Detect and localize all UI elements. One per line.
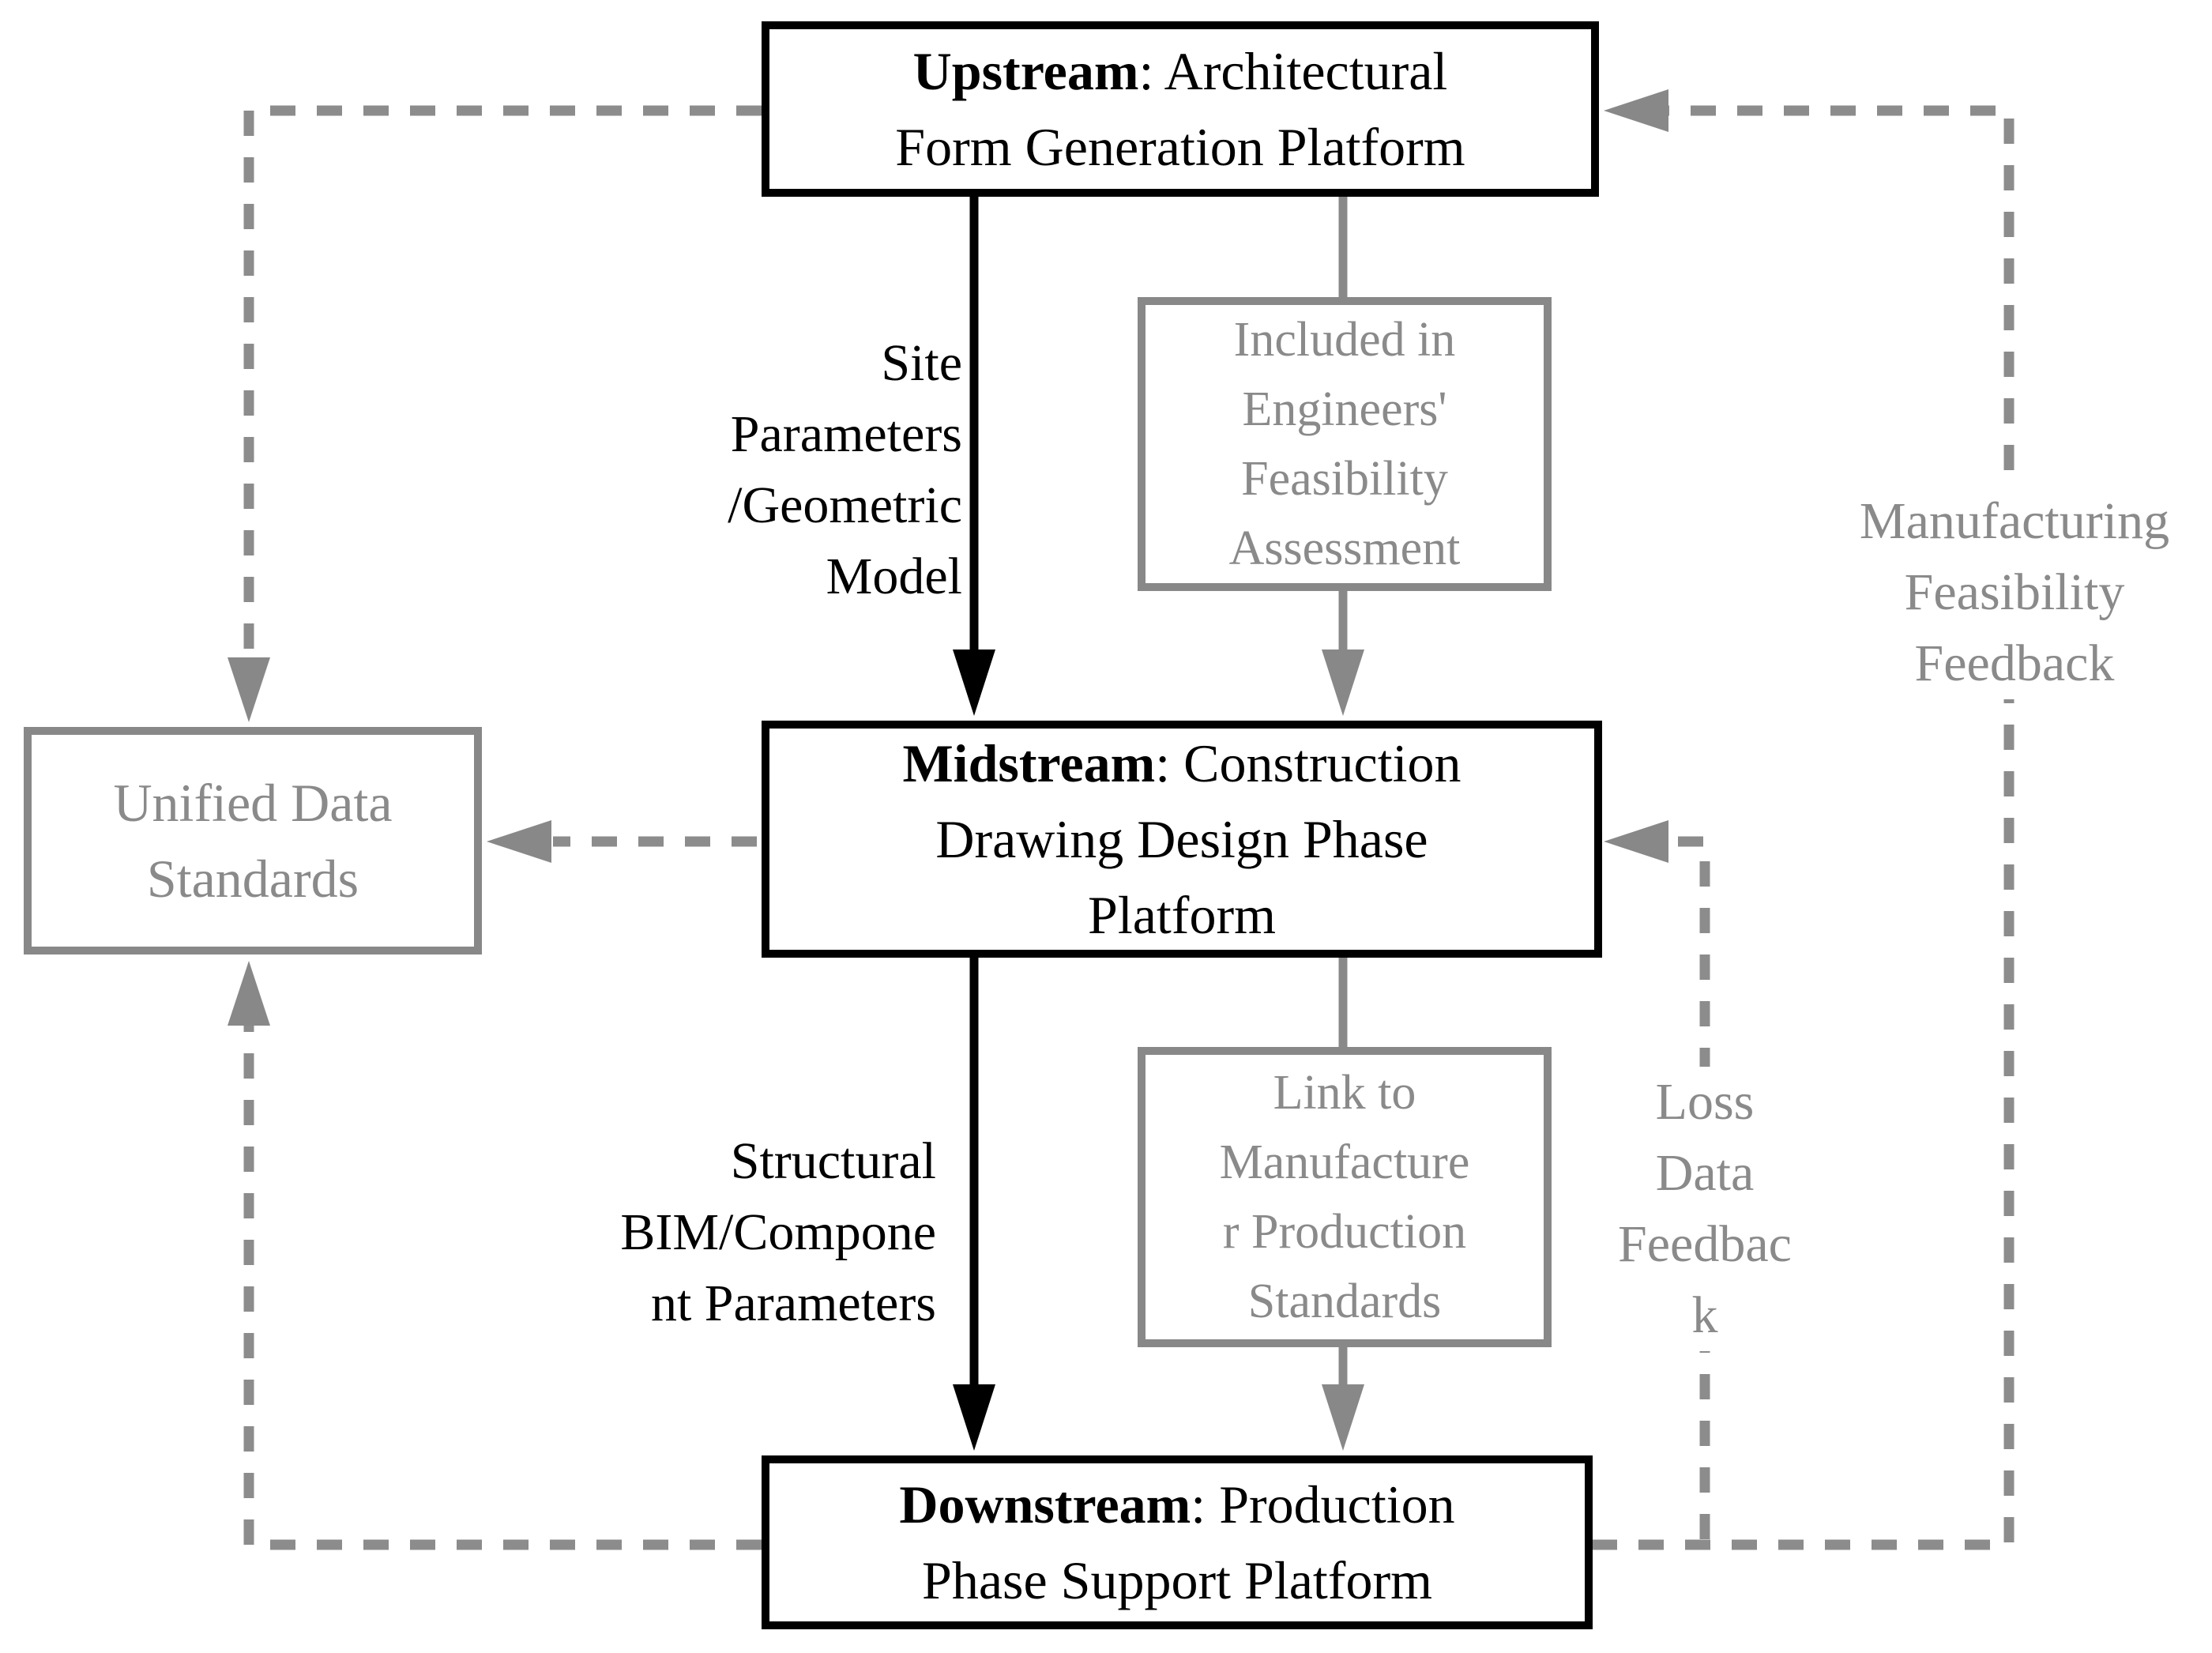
arrow-upstream-to-midstream	[953, 196, 995, 716]
unified-data-standards-box: Unified Data Standards	[24, 727, 482, 955]
midstream-title-line1: Midstream: Construction	[902, 733, 1462, 793]
downstream-title-line2: Phase Support Platform	[922, 1550, 1432, 1610]
feasibility-line3: Feasibility	[1241, 452, 1448, 506]
feasibility-assessment-box: Included in Engineers' Feasibility Asses…	[1138, 297, 1552, 591]
dashed-loss-data-feedback	[1604, 820, 1710, 1539]
downstream-title-line1: Downstream: Production	[899, 1474, 1455, 1534]
arrowhead-down	[953, 1384, 995, 1451]
upstream-title-line1: Upstream: Architectural	[912, 41, 1448, 101]
dashed-midstream-to-unified	[487, 820, 757, 863]
arrowhead-down	[1322, 1384, 1364, 1451]
unified-line1: Unified Data	[113, 773, 393, 833]
feasibility-line4: Assessment	[1228, 522, 1461, 575]
arrowhead-down	[228, 657, 270, 722]
standards-line2: Manufacture	[1219, 1135, 1470, 1189]
arrow-standards-to-downstream	[1322, 1347, 1364, 1451]
arrowhead-up	[228, 961, 270, 1026]
production-standards-box: Link to Manufacture r Production Standar…	[1138, 1047, 1552, 1347]
edge-label-structural-bim: Structural BIM/Compone nt Parameters	[620, 1132, 936, 1332]
unified-line2: Standards	[146, 849, 359, 909]
dashed-manufacturing-feedback	[1592, 89, 2014, 1550]
upstream-title-line2: Form Generation Platform	[895, 117, 1465, 177]
feasibility-line1: Included in	[1233, 313, 1456, 367]
midstream-title-line3: Platform	[1088, 885, 1276, 945]
arrowhead-left	[1604, 820, 1668, 863]
dashed-upstream-to-unified	[228, 105, 762, 722]
arrowhead-down	[953, 650, 995, 716]
standards-line1: Link to	[1273, 1066, 1416, 1120]
feasibility-line2: Engineers'	[1242, 382, 1447, 436]
arrowhead-down	[1322, 650, 1364, 716]
dashed-downstream-to-unified	[228, 961, 762, 1550]
standards-line3: r Production	[1222, 1205, 1467, 1259]
upstream-platform-box: Upstream: Architectural Form Generation …	[762, 21, 1599, 197]
standards-line4: Standards	[1247, 1275, 1442, 1328]
arrow-midstream-to-downstream	[953, 958, 995, 1451]
arrowhead-left	[1604, 89, 1668, 132]
downstream-platform-box: Downstream: Production Phase Support Pla…	[762, 1455, 1593, 1629]
edge-label-manufacturing-feedback: Manufacturing Feasibility Feedback	[1821, 486, 2208, 699]
midstream-title-line2: Drawing Design Phase	[935, 809, 1428, 869]
arrow-feasibility-to-midstream	[1322, 589, 1364, 716]
edge-label-loss-data-feedback: Loss Data Feedbac k	[1602, 1067, 1808, 1351]
edge-label-site-parameters: Site Parameters /Geometric Model	[728, 334, 962, 605]
arrowhead-left	[487, 820, 551, 863]
midstream-platform-box: Midstream: Construction Drawing Design P…	[762, 721, 1602, 958]
